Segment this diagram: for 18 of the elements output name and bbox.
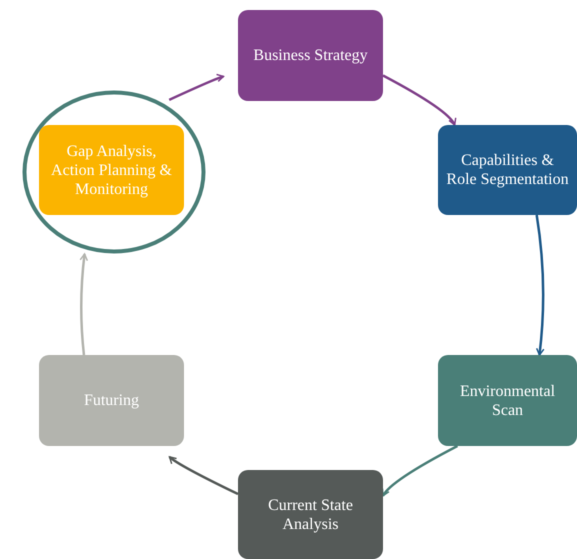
process-box xyxy=(438,355,577,446)
process-box xyxy=(39,125,184,215)
process-box xyxy=(238,470,383,559)
arrow xyxy=(382,444,458,497)
node-label: Futuring xyxy=(84,391,140,410)
process-box xyxy=(238,10,383,101)
process-box xyxy=(39,355,184,446)
arrow xyxy=(535,214,544,356)
node-label: Gap Analysis, Action Planning & Monitoring xyxy=(50,142,173,198)
node-label: Business Strategy xyxy=(253,46,368,65)
process-box xyxy=(438,125,577,215)
node-label: Capabilities & Role Segmentation xyxy=(445,151,570,189)
node-label: Current State Analysis xyxy=(267,496,354,534)
node-label: Environmental Scan xyxy=(458,382,556,420)
arrow xyxy=(168,74,224,101)
arrow xyxy=(382,74,456,126)
arrow xyxy=(80,253,88,356)
arrow xyxy=(168,456,239,496)
